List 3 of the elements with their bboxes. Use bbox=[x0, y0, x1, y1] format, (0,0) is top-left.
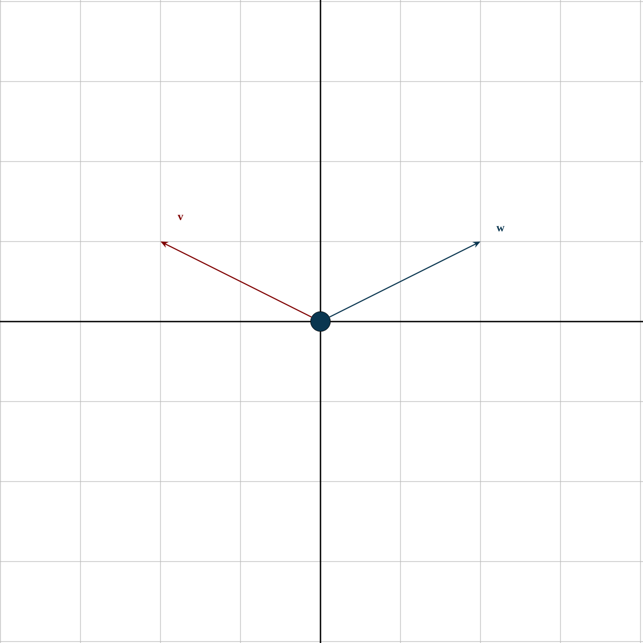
vector-label: v bbox=[176, 214, 185, 222]
origin-dot bbox=[310, 311, 331, 332]
vector-label: w bbox=[495, 224, 506, 233]
